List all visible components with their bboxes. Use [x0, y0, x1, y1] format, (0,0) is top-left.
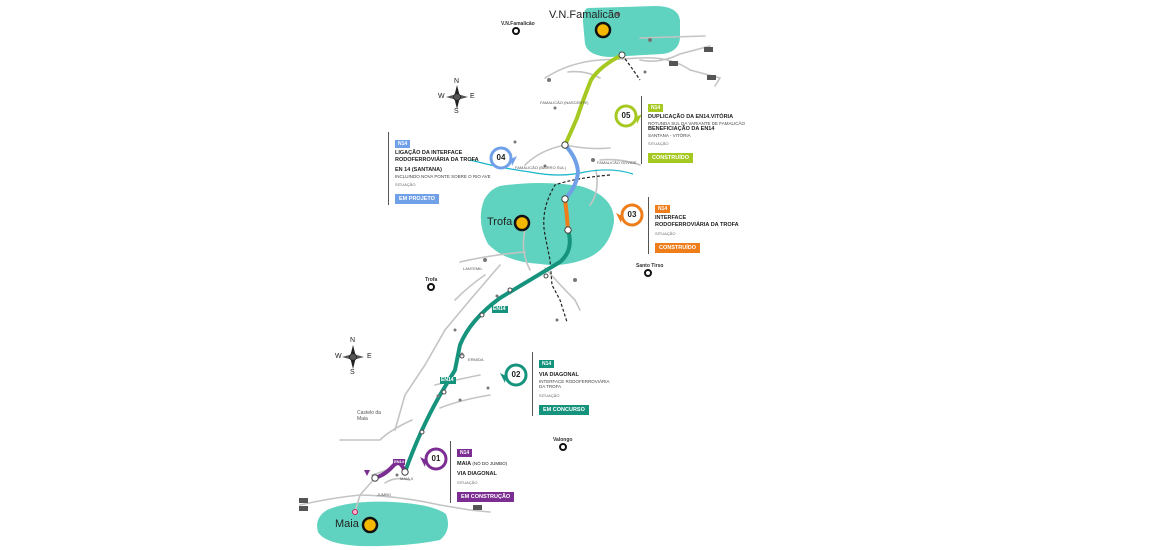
place-label-lantemil: LANTEMIL	[463, 266, 483, 271]
infobox-03-status: CONSTRUÍDO	[655, 243, 700, 253]
station-label-trofa: Trofa	[425, 277, 438, 283]
infobox-04-title-2: EN 14 (SANTANA)	[395, 167, 442, 173]
en14-tag-b	[440, 377, 456, 384]
compass2-w-label: W	[335, 353, 342, 360]
place-label-ermida: ERMIDA	[468, 357, 484, 362]
road-shields	[299, 47, 716, 511]
city-label-maia: Maia	[335, 518, 359, 530]
infobox-05-subtitle-2: SANTANA - VITÓRIA	[648, 132, 691, 138]
place-dots	[395, 12, 652, 477]
route-nodes	[371, 51, 626, 482]
infobox-01-status: EM CONSTRUÇÃO	[457, 492, 515, 502]
infobox-04-title: LIGAÇÃO DA INTERFACE	[395, 150, 463, 156]
city-label-famalicao: V.N.Famalicão	[549, 9, 621, 21]
infobox-01-title-note: (NÓ DO JUMBO)	[472, 461, 508, 466]
pin-03-label: 03	[627, 210, 637, 219]
infobox-04-title-b: RODOFERROVIÁRIA DA TROFA	[395, 156, 479, 163]
city-markers	[361, 21, 612, 534]
infobox-03-title-b: RODOFERROVIÁRIA DA TROFA	[655, 221, 739, 228]
infobox-02-badge: N14	[539, 360, 555, 368]
compass2-e-label: E	[367, 353, 372, 360]
compass-n-label: N	[454, 78, 460, 85]
infobox-02-situation: SITUAÇÃO	[539, 392, 560, 398]
railway	[543, 174, 611, 323]
segment-05-green	[563, 53, 624, 147]
pin-04	[489, 146, 517, 170]
infobox-04: N14 LIGAÇÃO DA INTERFACE RODOFERROVIÁRIA…	[388, 132, 491, 205]
pin-05-label: 05	[621, 111, 631, 120]
infobox-05-status: CONSTRUÍDO	[648, 153, 693, 163]
compass-e-label: E	[470, 93, 475, 100]
infobox-04-subtitle-2: INCLUINDO NOVA PONTE SOBRE O RIO AVE	[395, 173, 491, 179]
pin-01	[420, 447, 448, 471]
trofa-zone	[480, 183, 615, 266]
station-label-famalicao: V.N.Famalicão	[501, 21, 535, 27]
infobox-01-title-2: VIA DIAGONAL	[457, 470, 497, 477]
segment-04-blue	[563, 143, 581, 201]
segment-01-purple	[373, 461, 407, 480]
en14-tag-b-label: EN14	[441, 377, 454, 383]
infobox-01-situation: SITUAÇÃO	[457, 480, 478, 485]
infobox-05: N14 DUPLICAÇÃO DA EN14.VITÓRIA ROTUNDA S…	[641, 96, 745, 164]
infobox-01-badge: N14	[457, 449, 473, 457]
infobox-02-subtitle: INTERFACE RODOFERROVIÁRIA	[539, 378, 610, 384]
infobox-02-title: VIA DIAGONAL	[539, 372, 579, 378]
infobox-01-title: MAIA	[457, 461, 471, 467]
place-label-famalicao-govide: FAMALICÃO GOVIDE	[597, 160, 637, 165]
infobox-05-subtitle: ROTUNDA SUL DA VARIANTE DE FAMALICÃO	[648, 120, 746, 126]
maia-zone	[317, 501, 448, 547]
pin-04-label: 04	[496, 153, 506, 162]
compass-w-label: W	[438, 93, 445, 100]
infobox-04-badge: N14	[395, 140, 411, 148]
infobox-03-situation: SITUAÇÃO	[655, 231, 676, 236]
compass2-n-label: N	[350, 337, 356, 344]
infobox-05-title-2: BENEFICIAÇÃO DA EN14	[648, 126, 715, 132]
compass-north	[446, 85, 468, 109]
station-markers	[427, 27, 652, 451]
infobox-05-title: DUPLICAÇÃO DA EN14.VITÓRIA	[648, 114, 734, 120]
infobox-05-badge: N14	[648, 104, 664, 112]
station-label-santo-tirso: Santo Tirso	[636, 263, 664, 269]
place-label-famalicao-bairro-sul: FAMALICÃO (BAIRRO SUL)	[515, 165, 566, 170]
en14-tag-a-label: EN14	[493, 306, 506, 312]
place-label-castelo-da-maia: Castelo da Maia	[357, 410, 381, 422]
en14-tag-c	[393, 459, 405, 465]
segment-02-teal	[403, 228, 572, 474]
station-label-valongo: Valongo	[553, 437, 573, 443]
pin-05	[614, 104, 642, 128]
infobox-02-status: EM CONCURSO	[539, 404, 589, 415]
famalicao-zone	[583, 6, 680, 57]
place-label-jumbo: JUMBO	[377, 492, 391, 497]
purple-location-icon	[364, 470, 370, 476]
place-label-famalicao-nascente: FAMALICÃO (NASCENTE)	[540, 100, 589, 105]
en14-tag-a	[492, 306, 508, 313]
pin-03	[616, 203, 644, 227]
infobox-03: N14 INTERFACE RODOFERROVIÁRIA DA TROFA S…	[648, 197, 739, 254]
pin-02-label: 02	[511, 370, 521, 379]
city-label-trofa: Trofa	[487, 216, 513, 228]
infobox-02-subtitle-b: DA TROFA	[539, 384, 562, 389]
infobox-03-badge: N14	[655, 205, 671, 213]
infobox-03-title: INTERFACE	[655, 215, 687, 221]
compass2-s-label: S	[350, 369, 355, 376]
compass-south	[342, 345, 364, 369]
infobox-01: N14 MAIA (NÓ DO JUMBO) VIA DIAGONAL SITU…	[450, 441, 515, 503]
pin-01-label: 01	[431, 454, 441, 463]
infobox-02: N14 VIA DIAGONAL INTERFACE RODOFERROVIÁR…	[532, 352, 610, 416]
infobox-04-status: EM PROJETO	[395, 194, 439, 204]
place-label-maia-ii: MAIA II	[400, 476, 413, 481]
compass-s-label: S	[454, 108, 459, 115]
infobox-05-situation: SITUAÇÃO	[648, 141, 669, 146]
pin-02	[500, 363, 528, 387]
en14-tag-c-label: EN14	[394, 459, 405, 464]
road-network	[299, 35, 722, 513]
infobox-04-situation: SITUAÇÃO	[395, 182, 416, 187]
